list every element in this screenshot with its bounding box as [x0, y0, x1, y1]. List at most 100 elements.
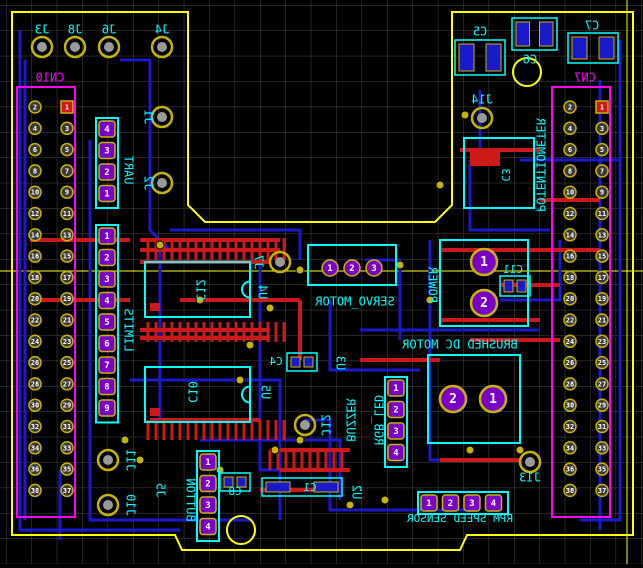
connector-cn10-pin: [28, 462, 42, 476]
testpoint-j10-hole: [103, 500, 113, 510]
ic-c10: [144, 366, 251, 423]
label-j12: J12: [319, 414, 333, 436]
servo-pad: [343, 259, 361, 277]
connector-cn7-pin-number: 36: [566, 466, 574, 474]
connector-cn7-pin: [595, 185, 609, 199]
via: [515, 445, 525, 455]
testpoint-j12-ring: [293, 413, 317, 437]
dc-pad-number: 1: [489, 392, 497, 407]
via: [245, 340, 255, 350]
via: [345, 500, 355, 510]
connector-cn7-pin-number: 18: [566, 274, 574, 282]
via: [395, 260, 405, 270]
capacitor-c6: [511, 17, 558, 51]
dc-pad-number: 2: [449, 392, 457, 407]
testpoint-j10: [96, 493, 120, 517]
connector-cn7-pin-number: 38: [566, 487, 574, 495]
connector-cn10-pin-number: 9: [65, 189, 69, 197]
bottom-trace: [200, 438, 342, 500]
connector-rgb-led-pad-number: 1: [393, 384, 398, 394]
label-limits: LIMITS: [122, 308, 136, 351]
capacitor-c5-outline: [454, 39, 506, 76]
connector-limits-pad-number: 6: [104, 340, 109, 350]
connector-cn10-pin-number: 14: [31, 231, 39, 239]
label-c3: C3: [499, 168, 512, 181]
capacitor-c4: [286, 352, 318, 372]
connector-cn10-pin: [60, 121, 74, 136]
label-c1: C1: [303, 481, 316, 494]
bottom-trace: [580, 40, 622, 522]
connector-rpm-sensor-pad: [484, 494, 503, 512]
bottom-trace: [130, 378, 282, 520]
testpoint-j3-ring: [30, 35, 54, 59]
connector-limits-pad-number: 8: [104, 383, 109, 393]
connector-cn10-pin-number: 22: [31, 317, 39, 325]
connector-cn7-pin-number: 34: [566, 444, 574, 452]
capacitor-c1: [261, 477, 343, 497]
connector-cn7-pin: [595, 377, 609, 391]
capacitor-c11-outline: [499, 275, 531, 297]
testpoint-j11-ring: [96, 448, 120, 472]
connector-cn7-pin-number: 23: [598, 338, 606, 346]
connector-cn10-pin: [60, 228, 74, 242]
label-j13: J13: [519, 471, 541, 485]
connector-cn10-pin: [60, 334, 74, 349]
connector-rgb-led-pad: [387, 422, 405, 440]
connector-rpm-sensor-pad-number: 2: [448, 499, 453, 509]
capacitor-c11-pad: [503, 279, 514, 293]
connector-cn7-outline: [551, 86, 611, 518]
potentiometer-outline: [463, 137, 535, 209]
capacitor-c8-pad: [236, 476, 247, 488]
connector-cn10-pin-number: 33: [63, 444, 71, 452]
testpoint-j14-hole: [477, 113, 487, 123]
servo-pad: [321, 259, 339, 277]
connector-cn7-pin: [595, 121, 609, 136]
capacitor-c11: [499, 275, 531, 297]
label-c4: C4: [269, 355, 283, 368]
connector-cn7-pin: [595, 419, 609, 434]
connector-cn7-pin: [595, 462, 609, 476]
connector-cn7-pin: [563, 270, 577, 285]
label-c6: C6: [523, 53, 537, 67]
ic-c12-notch: [241, 280, 251, 299]
connector-cn10-pin-number: 28: [31, 380, 39, 388]
connector-cn10-pin: [28, 100, 42, 114]
label-j5: J5: [154, 483, 168, 497]
testpoint-j8-hole: [70, 42, 80, 52]
bottom-trace: [500, 240, 562, 302]
servo-pad: [365, 259, 383, 277]
connector-cn7-pin: [563, 142, 577, 157]
via: [380, 495, 390, 505]
connector-limits-pad: [98, 377, 116, 396]
connector-button-pad-number: 4: [205, 523, 211, 533]
connector-cn10-pin-number: 10: [31, 189, 39, 197]
testpoint-j14-ring: [470, 106, 494, 130]
connector-cn7-pin: [563, 206, 577, 221]
power-outline: [439, 239, 529, 327]
connector-rpm-sensor-pad-number: 4: [491, 499, 497, 509]
connector-uart-pad: [98, 184, 116, 203]
connector-rgb-led-pad-number: 3: [393, 427, 398, 437]
power-pad: [469, 288, 499, 318]
capacitor-c7-pad: [598, 36, 615, 60]
label-c5: C5: [473, 25, 487, 39]
connector-cn7-pin-number: 9: [600, 189, 604, 197]
connector-limits-pad-number: 1: [104, 232, 109, 242]
ic-c12: [144, 261, 251, 318]
connector-cn10-pin: [60, 185, 74, 199]
connector-cn7-pin: [595, 398, 609, 412]
connector-cn7-pin: [563, 164, 577, 178]
connector-cn10-pin-number: 36: [31, 466, 39, 474]
dc-pad: [478, 384, 508, 414]
connector-rgb-led-pad-number: 4: [393, 449, 399, 459]
connector-cn10-pin-number: 18: [31, 274, 39, 282]
dc-outline: [427, 354, 521, 444]
connector-cn10-pin: [28, 313, 42, 327]
connector-cn7-pin: [563, 483, 577, 498]
connector-cn10-pin: [60, 441, 74, 455]
